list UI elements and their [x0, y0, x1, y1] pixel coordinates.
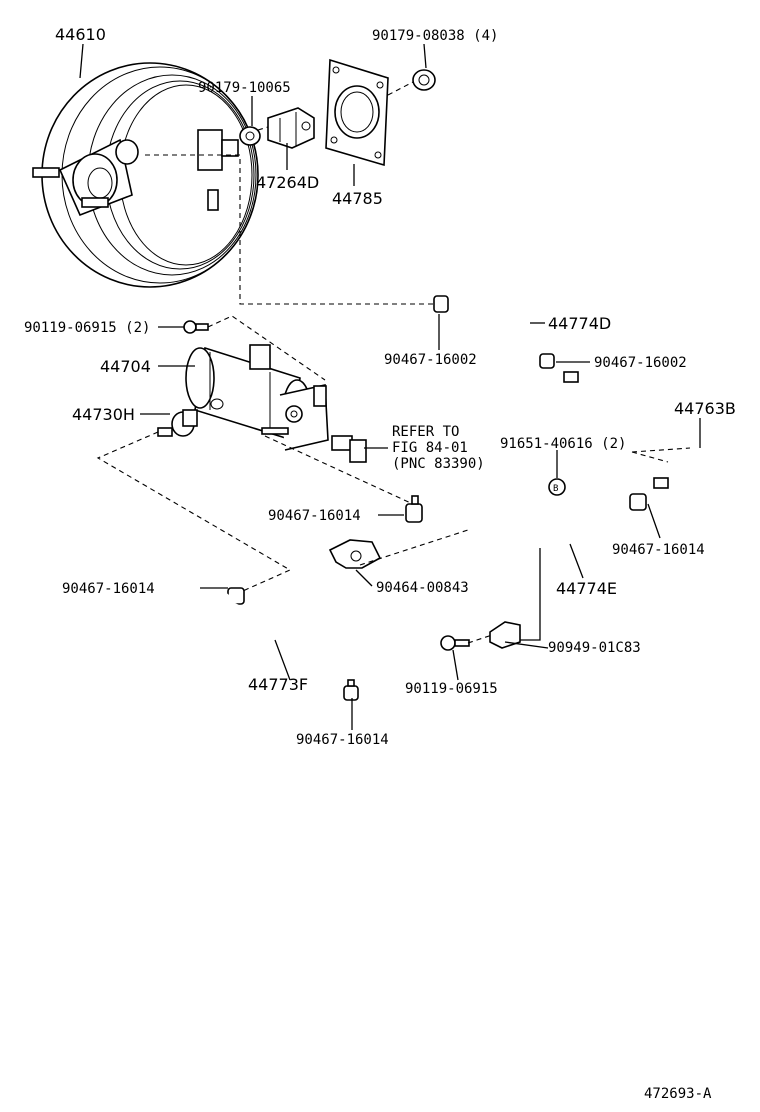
label-nut-small: 90179-10065	[198, 80, 291, 96]
bracket-mid	[328, 539, 382, 569]
nut-small	[239, 126, 261, 146]
pipe-b-end2	[653, 477, 669, 489]
label-valve: 44730H	[72, 405, 135, 424]
label-pipe-b: 44763B	[674, 399, 736, 418]
label-clip-bottom: 90467-16014	[296, 732, 389, 748]
guide-line-booster-hose	[145, 154, 434, 305]
label-booster: 44610	[55, 25, 106, 44]
gasket	[325, 58, 389, 167]
label-clamp-b: 91651-40616 (2)	[500, 436, 626, 452]
brake-booster	[32, 62, 259, 288]
guide-line-nut	[257, 126, 269, 131]
label-bolt-left: 90119-06915 (2)	[24, 320, 150, 336]
label-hose-d: 44774D	[548, 314, 611, 333]
label-bracket-mid: 90464-00843	[376, 580, 469, 596]
label-refer-3: (PNC 83390)	[392, 456, 485, 472]
label-refer-2: FIG 84-01	[392, 440, 468, 456]
canister	[185, 344, 329, 451]
label-bracket-low: 90949-01C83	[548, 640, 641, 656]
bracket-low	[489, 621, 521, 649]
clip-upper-right-shape	[539, 353, 555, 369]
label-canister: 44704	[100, 357, 151, 376]
label-hose-f: 44773F	[248, 675, 308, 694]
label-clip-left: 90467-16014	[62, 581, 155, 597]
label-ref-b: B	[553, 484, 558, 494]
ref-b-marker	[548, 478, 566, 496]
label-clip-upper-right: 90467-16002	[594, 355, 687, 371]
drawing-id: 472693-A	[644, 1086, 712, 1102]
bolt-low	[440, 635, 470, 651]
pipe-b-shape	[567, 377, 722, 486]
bolt-left	[183, 320, 209, 334]
bracket-top	[267, 107, 315, 149]
label-clip-mid-right: 90467-16014	[612, 542, 705, 558]
clip-bottom-shape	[343, 679, 359, 701]
sensor-refer	[331, 435, 367, 463]
label-hose-e: 44774E	[556, 579, 617, 598]
guide-line-gasket	[387, 81, 414, 96]
label-clip-mid-left: 90467-16014	[268, 508, 361, 524]
label-gasket: 44785	[332, 189, 383, 208]
clip-mid-right-shape	[629, 493, 647, 511]
label-nut-top: 90179-08038 (4)	[372, 28, 498, 44]
label-clip-upper-left: 90467-16002	[384, 352, 477, 368]
clip-mid-left-shape	[405, 495, 423, 523]
clip-upper-left-shape	[433, 295, 449, 313]
nut-top	[412, 69, 436, 91]
label-refer-1: REFER TO	[392, 424, 459, 440]
pipe-b-end	[563, 371, 579, 383]
label-bolt-low: 90119-06915	[405, 681, 498, 697]
label-bracket-top: 47264D	[256, 173, 319, 192]
